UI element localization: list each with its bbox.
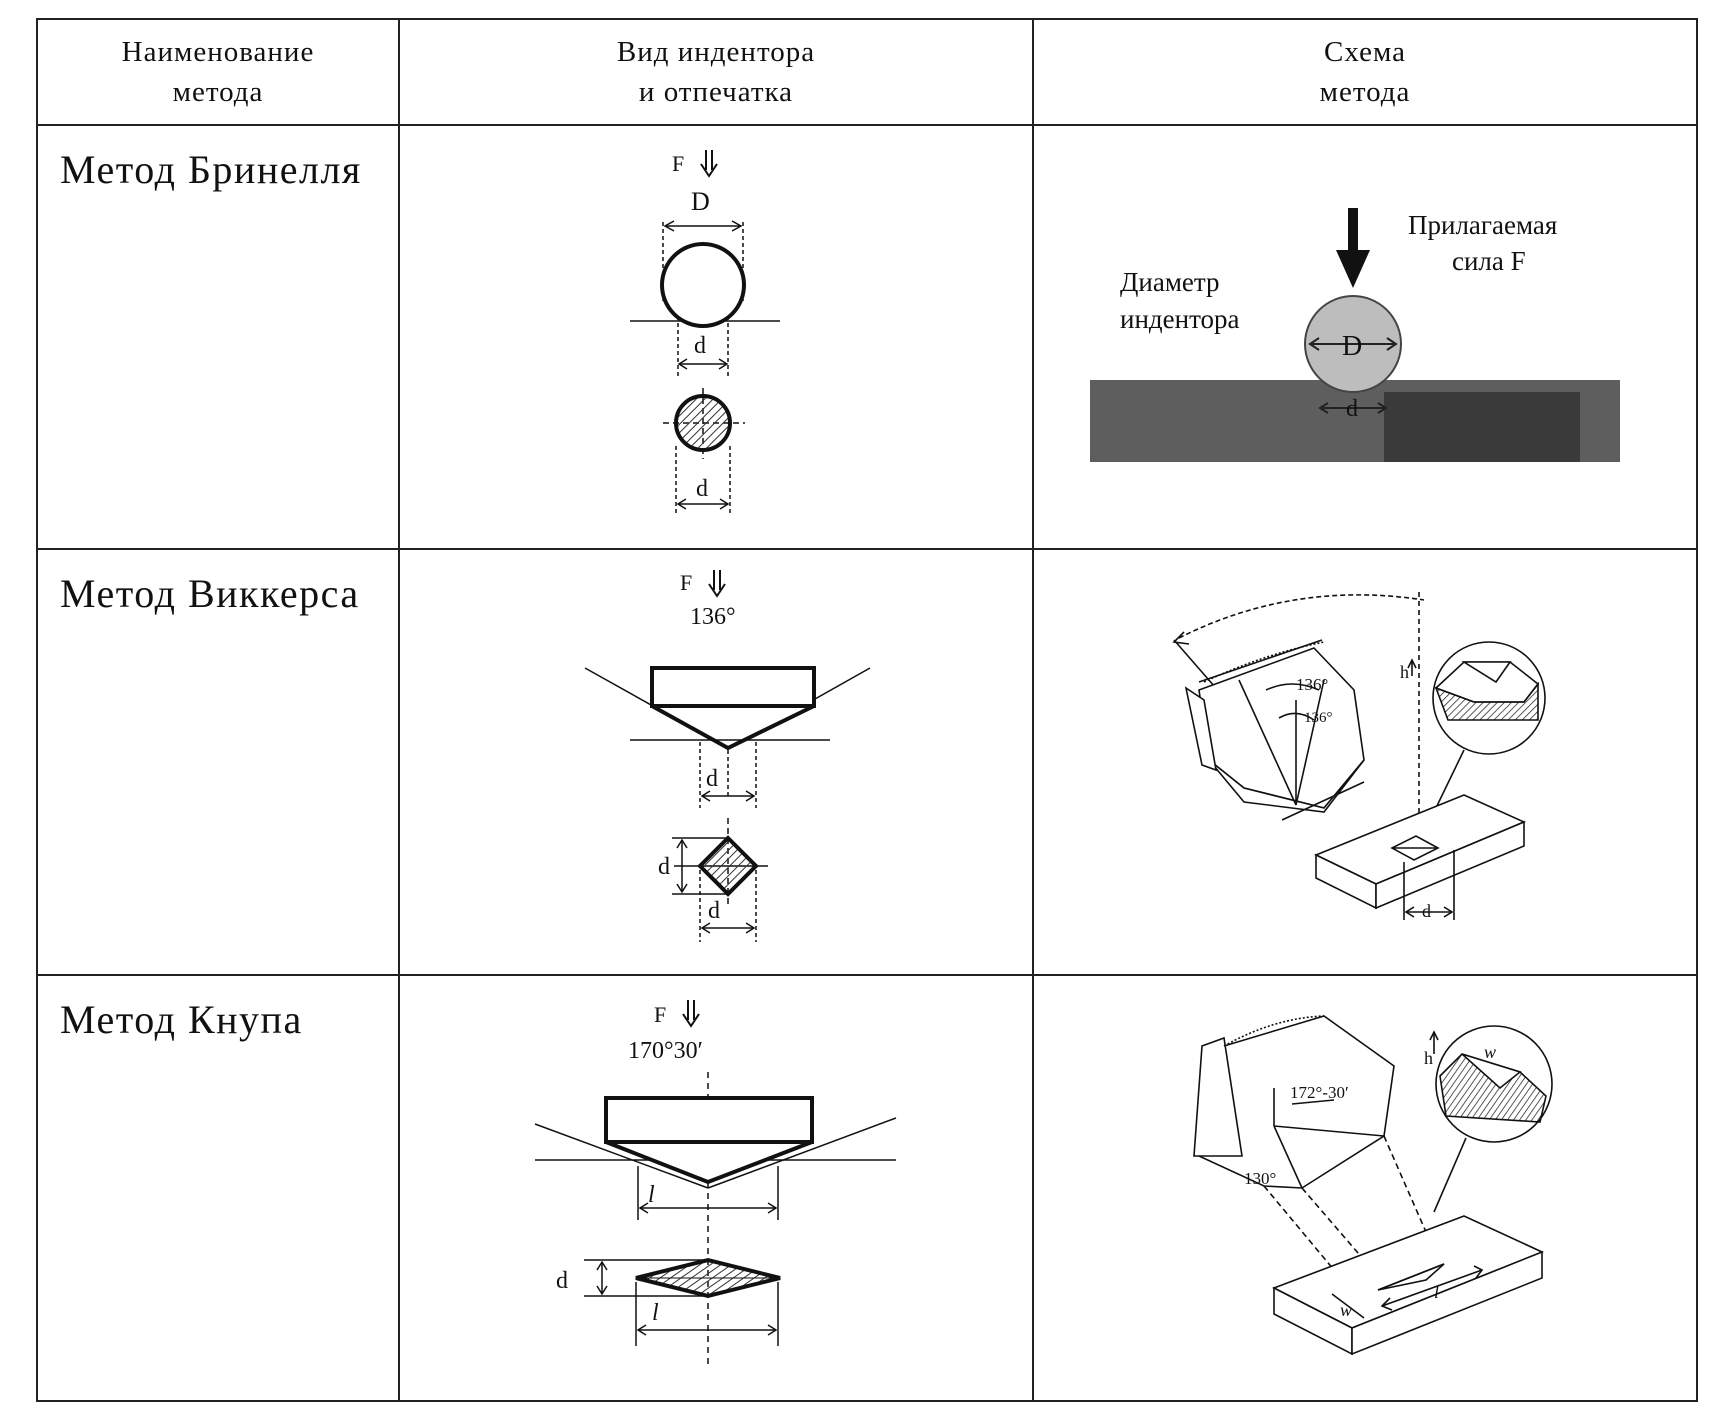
dim-d-side: d — [556, 1268, 568, 1294]
method-name-brinell: Метод Бринелля — [36, 124, 400, 550]
brinell-scheme-diagram: D d Прилагаемая сила F Диаметр индентора — [1090, 208, 1620, 462]
dimension-lines-lower — [584, 1259, 779, 1346]
angle1-label: 136° — [1296, 675, 1328, 694]
dim-D-label: D — [691, 187, 710, 216]
dim-d-lower: d — [696, 476, 708, 502]
knoop-scheme-diagram: 172°-30′ 130° h w w l — [1193, 1015, 1553, 1356]
w-top-label: w — [1484, 1042, 1496, 1062]
vickers-indenter-diagram: F 136° d — [584, 570, 871, 942]
scheme-vickers: 136° 136° h d — [1032, 548, 1698, 976]
h-label: h — [1424, 1048, 1433, 1068]
diameter-label-line2: индентора — [1120, 304, 1240, 334]
dim-d-upper: d — [694, 333, 706, 359]
row-brinell: Метод Бринелля F D — [36, 124, 1698, 550]
knoop-indenter — [534, 1072, 897, 1368]
method-name-vickers: Метод Виккерса — [36, 548, 400, 976]
angle1-label: 172°-30′ — [1290, 1083, 1349, 1102]
w-bottom-label: w — [1340, 1300, 1352, 1320]
method-name-knoop: Метод Кнупа — [36, 974, 400, 1402]
pyramid-indenter — [584, 666, 871, 808]
force-arrow-icon — [682, 1000, 700, 1028]
impression-hatched — [674, 818, 768, 908]
dim-d-upper: d — [706, 766, 718, 792]
header-method-scheme: Схема метода — [1032, 18, 1698, 126]
angle2-label: 130° — [1244, 1169, 1276, 1188]
scheme-knoop: 172°-30′ 130° h w w l — [1032, 974, 1698, 1402]
ball-diameter-line — [1308, 337, 1398, 414]
indenter-3d-drawing — [1172, 592, 1546, 920]
row-vickers: Метод Виккерса F 136° — [36, 548, 1698, 976]
dim-d-side: d — [658, 854, 670, 880]
force-label-line1: Прилагаемая — [1408, 210, 1557, 240]
h-label: h — [1400, 662, 1409, 682]
l-label: l — [1434, 1282, 1439, 1302]
dim-l-lower: l — [652, 1300, 659, 1326]
impression-hatched — [635, 1257, 781, 1299]
force-label: F — [680, 570, 692, 595]
header-row: Наименование метода Вид индентора и отпе… — [36, 18, 1698, 126]
force-label: F — [654, 1002, 666, 1027]
scheme-d-label: d — [1346, 396, 1358, 422]
indenter-knoop: F 170°30′ l — [398, 974, 1034, 1402]
force-arrow-icon — [700, 150, 718, 178]
angle2-label: 136° — [1304, 710, 1333, 726]
specimen-shadow — [1384, 392, 1580, 462]
scheme-brinell: D d Прилагаемая сила F Диаметр индентора — [1032, 124, 1698, 550]
header-method-name: Наименование метода — [36, 18, 400, 126]
impression-hatched — [663, 388, 745, 459]
force-label-line2: сила F — [1452, 246, 1526, 276]
indenter-brinell: F D d — [398, 124, 1034, 550]
angle-label: 170°30′ — [628, 1038, 703, 1064]
ball-indenter — [660, 242, 746, 328]
dimension-lines-lower — [672, 837, 757, 942]
dim-l-upper: l — [648, 1182, 655, 1208]
indenter-vickers: F 136° d — [398, 548, 1034, 976]
dim-d-lower: d — [708, 898, 720, 924]
header-indenter-view: Вид индентора и отпечатка — [398, 18, 1034, 126]
scheme-D-label: D — [1342, 331, 1362, 362]
angle-label: 136° — [690, 604, 736, 630]
row-knoop: Метод Кнупа F 170°30′ — [36, 974, 1698, 1402]
methods-table: Наименование метода Вид индентора и отпе… — [36, 18, 1698, 1402]
brinell-indenter-diagram: F D d — [630, 150, 780, 516]
vickers-scheme-diagram: 136° 136° h d — [1172, 592, 1546, 921]
indenter-3d-drawing — [1193, 1015, 1553, 1356]
knoop-indenter-diagram: F 170°30′ l — [534, 1000, 897, 1368]
diameter-label-line1: Диаметр — [1120, 267, 1220, 297]
dimension-lines-lower — [675, 446, 731, 516]
down-arrow-icon — [1336, 208, 1370, 288]
scheme-d-label: d — [1422, 901, 1431, 921]
force-label: F — [672, 151, 684, 176]
force-arrow-icon — [708, 570, 726, 598]
